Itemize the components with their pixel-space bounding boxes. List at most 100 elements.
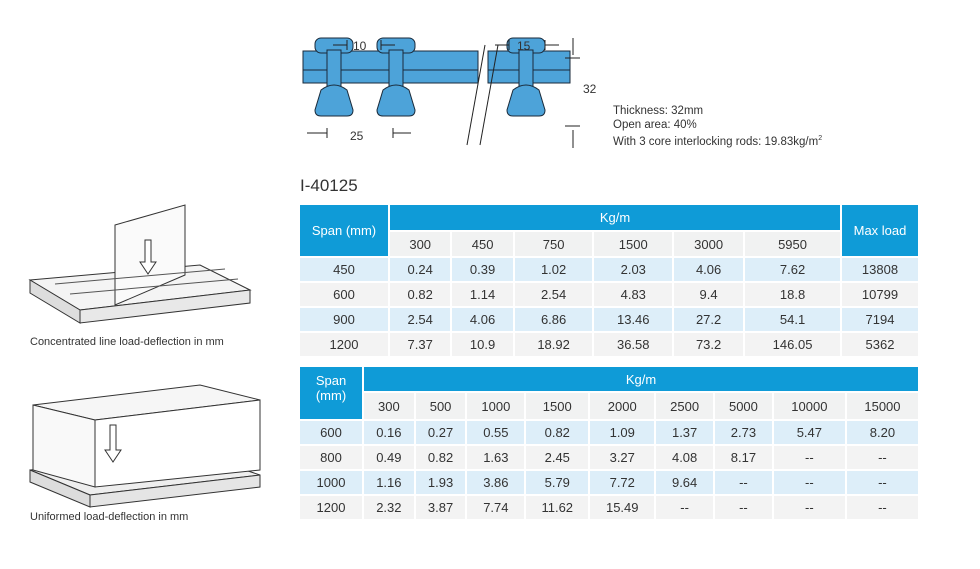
span-cell: 1200 — [300, 333, 388, 356]
value-cell: 0.82 — [526, 421, 589, 444]
column-header: 5950 — [745, 232, 840, 256]
span-cell: 900 — [300, 308, 388, 331]
value-cell: -- — [846, 471, 918, 494]
value-cell: 146.05 — [745, 333, 840, 356]
value-cell: 8.20 — [846, 421, 918, 444]
value-cell: 18.8 — [745, 283, 840, 306]
value-cell: 9.64 — [656, 471, 714, 494]
column-header: 15000 — [846, 393, 918, 419]
value-cell: 2.73 — [715, 421, 772, 444]
column-header: 2000 — [590, 393, 655, 419]
column-header: 1000 — [467, 393, 525, 419]
kgm-header: Kg/m — [364, 367, 918, 391]
dim-bottom: 25 — [350, 129, 364, 143]
column-header: 750 — [514, 232, 593, 256]
uniform-load-caption: Uniformed load-deflection in mm — [30, 511, 189, 523]
value-cell: 5.47 — [773, 421, 845, 444]
value-cell: 1.93 — [415, 471, 466, 494]
value-cell: 1.16 — [364, 471, 414, 494]
max-load-cell: 7194 — [842, 308, 918, 331]
value-cell: 11.62 — [526, 496, 589, 519]
dim-top-left: 10 — [353, 39, 367, 53]
column-header: 300 — [390, 232, 451, 256]
value-cell: 7.37 — [390, 333, 451, 356]
value-cell: 2.03 — [594, 258, 673, 281]
open-area: Open area: 40% — [613, 119, 697, 131]
max-load-cell: 5362 — [842, 333, 918, 356]
grating-profile-diagram: 10 15 25 32 — [302, 37, 597, 148]
kgm-header: Kg/m — [390, 205, 840, 230]
value-cell: -- — [773, 471, 845, 494]
rods-weight: With 3 core interlocking rods: 19.83kg/m… — [613, 135, 823, 148]
line-load-illustration — [28, 204, 252, 324]
value-cell: 0.82 — [415, 446, 466, 469]
value-cell: 7.74 — [467, 496, 525, 519]
model-title: I-40125 — [300, 176, 358, 195]
span-cell: 600 — [300, 421, 362, 444]
span-header: Span (mm) — [300, 205, 388, 256]
value-cell: 0.24 — [390, 258, 451, 281]
value-cell: 18.92 — [514, 333, 593, 356]
value-cell: 1.37 — [656, 421, 714, 444]
column-header: 450 — [452, 232, 513, 256]
column-header: 5000 — [715, 393, 772, 419]
span-cell: 450 — [300, 258, 388, 281]
dim-top-right: 15 — [517, 39, 531, 53]
uniform-load-illustration — [29, 384, 261, 508]
value-cell: 2.45 — [526, 446, 589, 469]
value-cell: 3.87 — [415, 496, 466, 519]
spec-text: Thickness: 32mm Open area: 40% With 3 co… — [613, 104, 822, 149]
value-cell: 8.17 — [715, 446, 772, 469]
column-header: 1500 — [526, 393, 589, 419]
value-cell: 54.1 — [745, 308, 840, 331]
value-cell: -- — [656, 496, 714, 519]
value-cell: 1.02 — [514, 258, 593, 281]
value-cell: 5.79 — [526, 471, 589, 494]
dim-height: 32 — [583, 82, 597, 96]
column-header: 10000 — [773, 393, 845, 419]
value-cell: 1.63 — [467, 446, 525, 469]
value-cell: 13.46 — [594, 308, 673, 331]
value-cell: 9.4 — [674, 283, 744, 306]
value-cell: 2.54 — [390, 308, 451, 331]
value-cell: 0.39 — [452, 258, 513, 281]
value-cell: 4.06 — [452, 308, 513, 331]
value-cell: 0.49 — [364, 446, 414, 469]
value-cell: 1.09 — [590, 421, 655, 444]
value-cell: 0.55 — [467, 421, 525, 444]
value-cell: 4.06 — [674, 258, 744, 281]
value-cell: 3.86 — [467, 471, 525, 494]
line-load-caption: Concentrated line load-deflection in mm — [30, 336, 224, 348]
span-cell: 600 — [300, 283, 388, 306]
value-cell: 0.82 — [390, 283, 451, 306]
value-cell: 15.49 — [590, 496, 655, 519]
value-cell: -- — [773, 446, 845, 469]
value-cell: -- — [715, 496, 772, 519]
value-cell: 73.2 — [674, 333, 744, 356]
thickness: Thickness: 32mm — [613, 105, 704, 117]
span-cell: 1200 — [300, 496, 362, 519]
column-header: 300 — [364, 393, 414, 419]
column-header: 1500 — [594, 232, 673, 256]
value-cell: 1.14 — [452, 283, 513, 306]
max-load-cell: 10799 — [842, 283, 918, 306]
span-cell: 1000 — [300, 471, 362, 494]
value-cell: 2.54 — [514, 283, 593, 306]
value-cell: -- — [846, 446, 918, 469]
value-cell: 4.08 — [656, 446, 714, 469]
value-cell: 6.86 — [514, 308, 593, 331]
value-cell: -- — [715, 471, 772, 494]
span-cell: 800 — [300, 446, 362, 469]
value-cell: 2.32 — [364, 496, 414, 519]
value-cell: 7.62 — [745, 258, 840, 281]
